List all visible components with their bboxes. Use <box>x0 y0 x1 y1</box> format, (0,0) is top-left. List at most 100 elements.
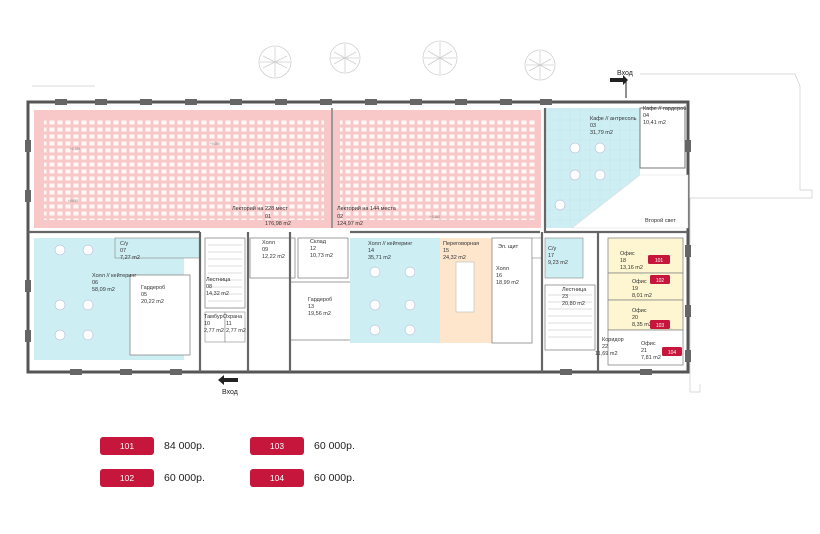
room-number: 23 <box>562 294 568 300</box>
storage-12 <box>297 237 349 279</box>
room-name: Офис <box>620 251 635 257</box>
entrance-label: Вход <box>222 389 238 396</box>
room-name: Склад <box>310 239 327 245</box>
rental-tag <box>650 320 670 329</box>
room-number: 03 <box>590 123 596 129</box>
stairs-23 <box>544 284 596 351</box>
room-area: 8,35 m2 <box>632 322 652 328</box>
room-area: 20,22 m2 <box>141 299 164 305</box>
room-number: 20 <box>632 315 638 321</box>
second-light-label: Второй свет <box>645 217 676 224</box>
room-name: Лестница <box>562 287 587 293</box>
room-name: Коридор <box>602 337 624 343</box>
room-number: 07 <box>120 248 126 254</box>
rental-tag <box>650 275 670 284</box>
room-area: 24,32 m2 <box>443 255 466 261</box>
window-piers <box>25 99 691 375</box>
room-number: 08 <box>206 284 212 290</box>
room-area: 19,56 m2 <box>308 311 331 317</box>
room-area: 12,22 m2 <box>262 254 285 260</box>
room-labels: Лекторий на 228 мест 01 176,98 m2 Лектор… <box>92 106 686 361</box>
level-marker: +0,160 <box>430 215 440 219</box>
room-area: 14,32 m2 <box>206 291 229 297</box>
office-18 <box>607 237 684 274</box>
office-20 <box>607 299 684 331</box>
room-number: 10 <box>204 321 210 327</box>
arrow-left-icon <box>218 375 238 385</box>
room-name: Офис <box>641 341 656 347</box>
wardrobe-05 <box>129 274 191 356</box>
room-number: 17 <box>548 253 554 259</box>
interior-walls <box>28 108 688 372</box>
room-area: 58,09 m2 <box>92 287 115 293</box>
wc-17 <box>544 237 584 279</box>
rental-tags: 101 102 103 104 <box>648 255 682 356</box>
entrance-label: Вход <box>617 70 633 77</box>
room-area: 124,97 m2 <box>337 221 363 227</box>
room-name: Лекторий на 228 мест <box>232 205 288 212</box>
entrance-bottom: Вход <box>218 375 238 396</box>
room-number: 15 <box>443 248 449 254</box>
rental-tag-label: 104 <box>668 350 677 356</box>
cafe-wardrobe <box>639 107 686 169</box>
level-marker: +0,000 <box>210 142 220 146</box>
hall-catering-14 <box>350 238 440 343</box>
room-name: Офис <box>632 308 647 314</box>
room-number: 04 <box>643 113 649 119</box>
room-area: 11,69 m2 <box>595 351 618 357</box>
security-11 <box>224 311 246 343</box>
room-area: 31,79 m2 <box>590 130 613 136</box>
room-name: Офис <box>632 279 647 285</box>
room-area: 7,27 m2 <box>120 255 140 261</box>
room-name: Холл // кейтеринг <box>92 272 136 279</box>
rental-tag-label: 101 <box>655 258 664 264</box>
level-marker: +0,160 <box>70 147 80 151</box>
room-name: Холл <box>496 266 509 272</box>
tree-icon <box>329 42 361 74</box>
room-number: 22 <box>602 344 608 350</box>
room-name: Лестница <box>206 277 231 283</box>
rental-tag <box>662 347 682 356</box>
room-area: 18,99 m2 <box>496 280 519 286</box>
room-name: Гардероб <box>308 297 332 303</box>
room-area: 2,77 m2 <box>226 328 246 334</box>
rental-tag-label: 103 <box>656 323 665 329</box>
tree-icons <box>258 40 556 81</box>
room-name: Лекторий на 144 места <box>337 205 397 212</box>
arrow-right-icon <box>610 75 628 85</box>
room-number: 09 <box>262 247 268 253</box>
room-number: 19 <box>632 286 638 292</box>
room-name: Кафе // антресоль <box>590 116 637 122</box>
room-name: Гардероб <box>141 285 165 291</box>
electrical-shaft <box>531 237 543 259</box>
room-area: 176,98 m2 <box>265 221 291 227</box>
room-number: 11 <box>226 321 232 327</box>
tree-icon <box>422 40 458 76</box>
room-number: 13 <box>308 304 314 310</box>
rental-tag-label: 102 <box>656 278 665 284</box>
room-number: 06 <box>92 280 98 286</box>
room-number: 21 <box>641 348 647 354</box>
room-number: 05 <box>141 292 147 298</box>
room-name: Кафе // гардероб <box>643 106 686 112</box>
el-shaft-label: Эл. щит <box>498 244 519 250</box>
tree-icon <box>258 45 292 79</box>
room-name: С/у <box>120 241 129 247</box>
room-area: 20,80 m2 <box>562 301 585 307</box>
room-name: Тамбур <box>204 314 223 320</box>
room-number: 14 <box>368 248 374 254</box>
hall-09 <box>249 237 296 279</box>
room-name: Холл // кейтеринг <box>368 240 412 247</box>
room-number: 01 <box>265 214 271 220</box>
tree-icon <box>524 49 556 81</box>
room-name: С/у <box>548 246 557 252</box>
room-area: 35,71 m2 <box>368 255 391 261</box>
rental-tag <box>648 255 670 264</box>
room-area: 8,01 m2 <box>632 293 652 299</box>
entrance-top: Вход <box>610 70 633 98</box>
room-name: Холл <box>262 240 275 246</box>
room-number: 16 <box>496 273 502 279</box>
room-name: Переговорная <box>443 241 479 247</box>
room-area: 9,23 m2 <box>548 260 568 266</box>
